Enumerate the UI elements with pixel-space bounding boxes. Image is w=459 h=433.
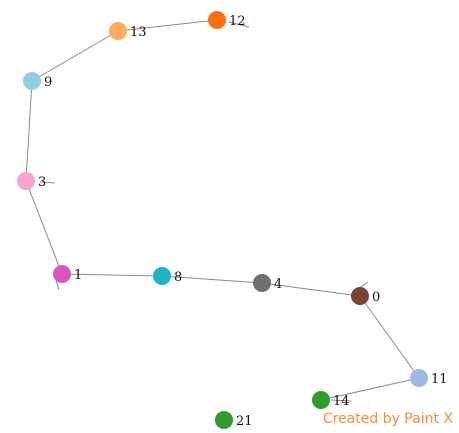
node-layer (17, 11, 428, 429)
node-13[interactable] (109, 22, 127, 40)
node-0[interactable] (351, 287, 369, 305)
label-layer: 13 12 9 3 1 8 4 0 11 14 21 (38, 14, 448, 429)
edge-stub (39, 181, 56, 184)
node-label-0: 0 (372, 290, 380, 305)
edge-11-14 (320, 377, 420, 401)
edge-13-12 (117, 19, 218, 32)
node-label-14: 14 (333, 394, 350, 409)
node-21[interactable] (215, 411, 233, 429)
node-1[interactable] (53, 265, 71, 283)
node-4[interactable] (253, 274, 271, 292)
edge-13-9 (31, 30, 119, 82)
node-9[interactable] (23, 72, 41, 90)
edge-stub-layer (39, 21, 369, 402)
edge-0-11 (359, 295, 420, 379)
edge-4-0 (261, 282, 361, 297)
watermark-text: Created by Paint X (322, 411, 453, 427)
edge-3-1 (25, 180, 63, 275)
edge-stub (228, 21, 250, 28)
node-label-12: 12 (229, 14, 246, 29)
edge-9-3 (25, 80, 33, 182)
edge-8-4 (161, 275, 263, 284)
node-label-9: 9 (44, 75, 52, 90)
node-8[interactable] (153, 267, 171, 285)
node-label-13: 13 (130, 25, 147, 40)
node-label-4: 4 (274, 277, 282, 292)
node-label-11: 11 (431, 372, 448, 387)
node-14[interactable] (312, 391, 330, 409)
edge-1-8 (61, 273, 163, 277)
edge-stub (55, 279, 60, 291)
node-label-1: 1 (74, 268, 82, 283)
node-label-21: 21 (236, 414, 253, 429)
edge-layer (25, 19, 420, 401)
node-3[interactable] (17, 172, 35, 190)
node-label-3: 3 (38, 175, 46, 190)
node-11[interactable] (410, 369, 428, 387)
node-12[interactable] (208, 11, 226, 29)
edge-stub (330, 399, 352, 402)
node-label-8: 8 (174, 270, 182, 285)
